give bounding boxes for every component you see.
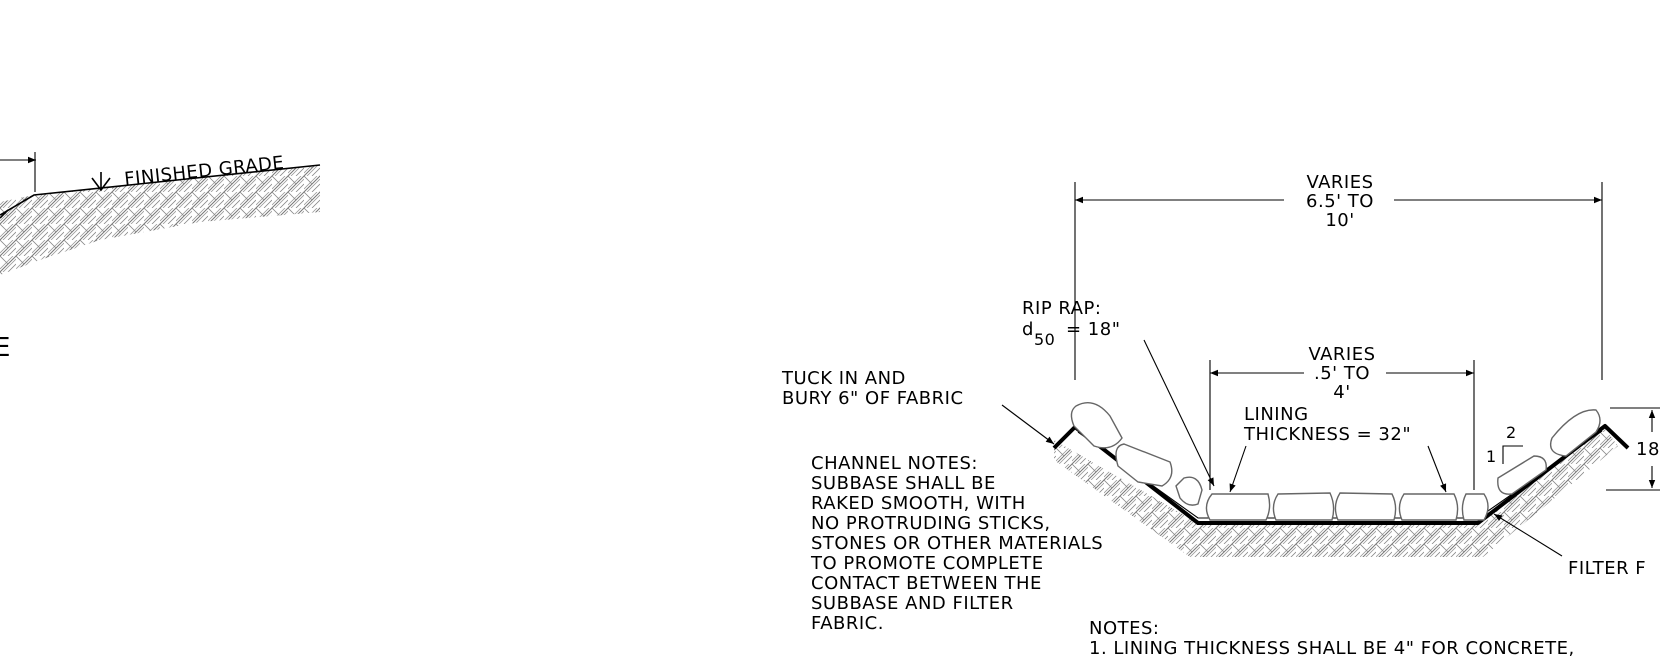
- top-width-dimension: VARIES 6.5' TO 10': [1074, 172, 1603, 380]
- partial-arrow: [0, 209, 9, 219]
- general-notes: NOTES: 1. LINING THICKNESS SHALL BE 4" F…: [1089, 618, 1575, 658]
- slope-indicator: 1 2: [1486, 423, 1523, 466]
- top-dim-line3: 10': [1325, 210, 1354, 231]
- top-dim-line2: 6.5' TO: [1306, 191, 1374, 212]
- channel-note-line: SUBBASE SHALL BE: [811, 473, 996, 494]
- channel-notes: CHANNEL NOTES: SUBBASE SHALL BE RAKED SM…: [810, 453, 1103, 634]
- left-slope-detail: FINISHED GRADE E: [0, 152, 321, 363]
- finished-grade-line: [0, 164, 321, 216]
- tuck-line2: BURY 6" OF FABRIC: [782, 388, 964, 409]
- tuck-in-callout: TUCK IN AND BURY 6" OF FABRIC: [781, 368, 1055, 445]
- tuck-leader: [1001, 404, 1055, 445]
- channel-note-line: TO PROMOTE COMPLETE: [810, 553, 1044, 574]
- slope-run: 2: [1506, 423, 1517, 442]
- rip-rap-label: RIP RAP:: [1022, 298, 1101, 319]
- lining-leader-left: [1229, 445, 1247, 493]
- subbase-hatch: [1054, 426, 1618, 557]
- bottom-dim-line1: VARIES: [1308, 344, 1375, 365]
- lining-leader-right: [1427, 445, 1447, 493]
- channel-note-line: RAKED SMOOTH, WITH: [811, 493, 1026, 514]
- bottom-width-dimension: VARIES .5' TO 4': [1209, 344, 1475, 490]
- tuck-line1: TUCK IN AND: [781, 368, 906, 389]
- bottom-dim-line2: .5' TO: [1314, 363, 1370, 384]
- top-dim-line1: VARIES: [1306, 172, 1373, 193]
- channel-note-line: FABRIC.: [811, 613, 884, 634]
- filter-fabric-leader: [1493, 513, 1563, 557]
- channel-section: [1052, 402, 1630, 557]
- rip-rap-leader: [1143, 339, 1215, 487]
- depth-value: 18: [1636, 439, 1660, 460]
- rip-rap-d-subscript: 50: [1034, 330, 1055, 349]
- slope-rise: 1: [1486, 447, 1497, 466]
- lining-line1: LINING: [1244, 404, 1309, 425]
- channel-note-line: STONES OR OTHER MATERIALS: [811, 533, 1103, 554]
- filter-fabric-line: [1052, 424, 1630, 525]
- left-soil-hatch: [0, 165, 320, 275]
- filter-fabric-callout: FILTER F: [1493, 513, 1646, 579]
- lining-thickness-callout: LINING THICKNESS = 32": [1229, 404, 1447, 493]
- rip-rap-d-symbol: d: [1022, 319, 1034, 340]
- channel-note-line: NO PROTRUDING STICKS,: [811, 513, 1051, 534]
- channel-note-line: SUBBASE AND FILTER: [811, 593, 1014, 614]
- notes-heading: NOTES:: [1089, 618, 1160, 639]
- riprap-stones: [1070, 402, 1601, 521]
- lining-line2: THICKNESS = 32": [1243, 424, 1411, 445]
- bottom-dim-line3: 4': [1333, 382, 1350, 403]
- depth-dimension: 18: [1606, 407, 1660, 491]
- filter-fabric-label: FILTER F: [1568, 558, 1646, 579]
- partial-title-text: E: [0, 333, 11, 363]
- rip-rap-d-value: = 18": [1066, 319, 1121, 340]
- slope-triangle-icon: [1502, 445, 1523, 464]
- rip-rap-callout: RIP RAP: d 50 = 18": [1022, 298, 1215, 487]
- channel-note-line: CHANNEL NOTES:: [811, 453, 978, 474]
- notes-item: 1. LINING THICKNESS SHALL BE 4" FOR CONC…: [1089, 638, 1575, 658]
- channel-note-line: CONTACT BETWEEN THE: [811, 573, 1042, 594]
